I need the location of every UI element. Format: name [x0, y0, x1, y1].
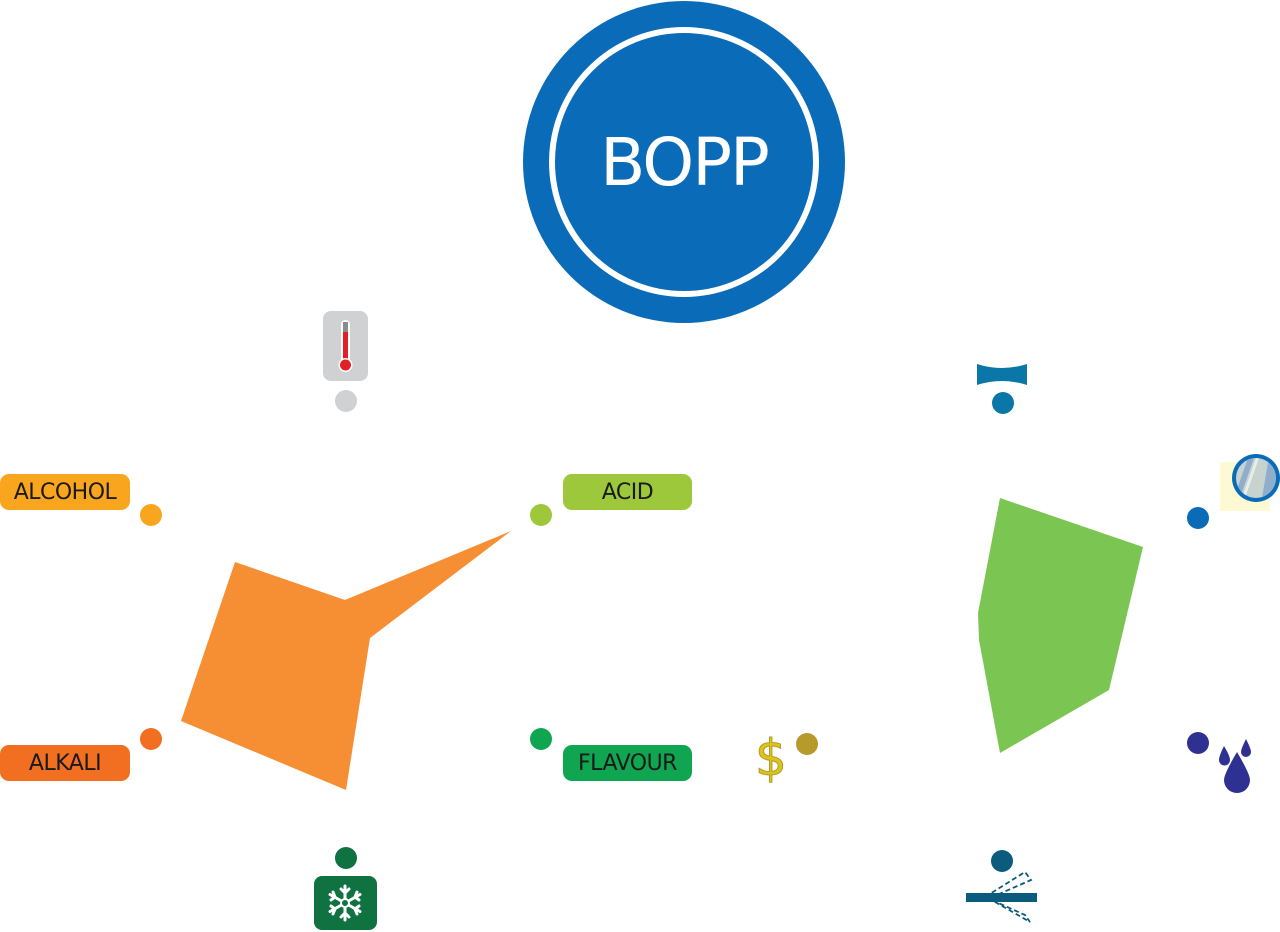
clarity-icon — [1220, 454, 1280, 511]
acid-dot — [530, 504, 552, 526]
puncture-dot — [991, 850, 1013, 872]
flavour-label: FLAVOUR — [578, 750, 677, 776]
alcohol-badge: ALCOHOL — [0, 474, 130, 510]
clarity-dot — [1187, 507, 1209, 529]
property-shape — [978, 498, 1143, 753]
water-drops-icon — [1219, 739, 1251, 793]
alkali-badge: ALKALI — [0, 745, 130, 781]
bopp-title: BOPP — [600, 123, 770, 201]
acid-label: ACID — [601, 479, 654, 505]
cost-dot — [796, 733, 818, 755]
puncture-icon — [966, 870, 1037, 923]
acid-badge: ACID — [563, 474, 692, 510]
chemical-resistance-shape — [181, 531, 511, 790]
alkali-label: ALKALI — [28, 750, 102, 776]
thermometer-icon — [323, 311, 368, 381]
snowflake-icon — [314, 876, 377, 930]
alcohol-label: ALCOHOL — [13, 479, 117, 505]
flavour-dot — [530, 728, 552, 750]
frozen-dot — [335, 847, 357, 869]
alcohol-dot — [140, 504, 162, 526]
barrier-dot — [992, 392, 1014, 414]
heat-dot — [335, 390, 357, 412]
moisture-dot — [1187, 732, 1209, 754]
alkali-dot — [140, 728, 162, 750]
bopp-ring — [549, 27, 819, 297]
barrier-icon — [977, 364, 1027, 385]
dollar-glyph: $ — [755, 729, 788, 788]
dollar-icon: $ — [755, 728, 788, 788]
flavour-badge: FLAVOUR — [563, 745, 692, 781]
